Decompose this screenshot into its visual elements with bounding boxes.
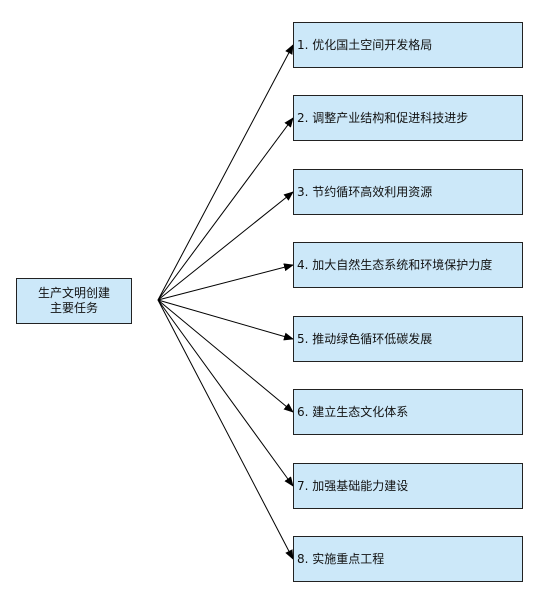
task-label-1: 1. 优化国土空间开发格局 <box>297 37 433 52</box>
task-box-2: 2. 调整产业结构和促进科技进步 <box>293 95 523 141</box>
task-label-2: 2. 调整产业结构和促进科技进步 <box>297 110 469 125</box>
arrow-to-task-6 <box>157 299 294 413</box>
arrow-to-task-2 <box>157 117 294 301</box>
arrow-to-task-4 <box>157 263 294 301</box>
task-label-6: 6. 建立生态文化体系 <box>297 404 409 419</box>
task-box-6: 6. 建立生态文化体系 <box>293 389 523 435</box>
task-box-8: 8. 实施重点工程 <box>293 536 523 582</box>
task-box-4: 4. 加大自然生态系统和环境保护力度 <box>293 242 523 288</box>
arrow-to-task-7 <box>157 299 294 487</box>
task-label-7: 7. 加强基础能力建设 <box>297 478 409 493</box>
task-box-1: 1. 优化国土空间开发格局 <box>293 22 523 68</box>
central-topic-line-1: 生产文明创建 <box>37 286 110 300</box>
task-box-7: 7. 加强基础能力建设 <box>293 463 523 509</box>
task-label-4: 4. 加大自然生态系统和环境保护力度 <box>297 257 493 272</box>
task-box-3: 3. 节约循环高效利用资源 <box>293 169 523 215</box>
central-topic-line-2: 主要任务 <box>49 301 98 315</box>
central-topic-box: 生产文明创建 主要任务 <box>16 278 132 324</box>
task-label-3: 3. 节约循环高效利用资源 <box>297 184 433 199</box>
arrow-to-task-8 <box>157 299 294 560</box>
task-label-5: 5. 推动绿色循环低碳发展 <box>297 331 433 346</box>
task-label-8: 8. 实施重点工程 <box>297 551 385 566</box>
arrow-to-task-5 <box>157 299 294 341</box>
arrow-to-task-3 <box>157 191 294 301</box>
arrow-to-task-1 <box>157 44 294 301</box>
task-box-5: 5. 推动绿色循环低碳发展 <box>293 316 523 362</box>
